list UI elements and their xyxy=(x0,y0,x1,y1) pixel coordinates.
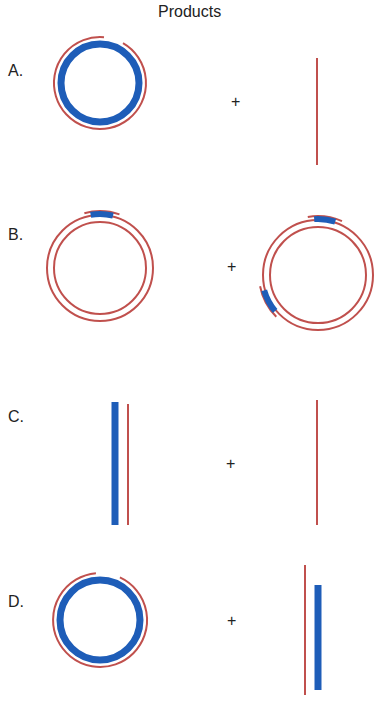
plus-sign: + xyxy=(227,258,236,276)
red-linear-strand xyxy=(316,400,318,525)
red-bump xyxy=(259,216,377,334)
product-c xyxy=(115,400,317,525)
panel-letter: A. xyxy=(8,62,23,80)
red-linear-strand xyxy=(304,565,306,695)
blue-linear-strand xyxy=(315,585,322,690)
blue-circle xyxy=(61,44,139,122)
blue-patch xyxy=(46,214,154,322)
panel-letter: D. xyxy=(8,593,24,611)
panel-letter: C. xyxy=(8,408,24,426)
blue-patch xyxy=(262,219,374,331)
plus-sign: + xyxy=(231,93,240,111)
red-bump xyxy=(43,211,157,325)
blue-circle xyxy=(60,580,140,660)
red-outer-strand xyxy=(47,215,153,321)
product-b-right xyxy=(259,216,377,334)
red-outer-strand xyxy=(263,220,373,330)
red-linear-strand xyxy=(127,404,129,525)
red-inner-strand xyxy=(54,222,146,314)
product-a xyxy=(54,37,317,165)
panel-letter: B. xyxy=(8,226,23,244)
red-inner-strand xyxy=(270,227,366,323)
product-b-left xyxy=(43,211,157,325)
red-linear-strand xyxy=(316,58,318,165)
blue-patch xyxy=(262,219,374,331)
red-nicked-strand xyxy=(54,37,146,129)
red-bump xyxy=(259,216,377,334)
product-d xyxy=(53,565,318,695)
figure-title: Products xyxy=(158,3,221,21)
blue-linear-strand xyxy=(112,402,119,525)
red-nicked-strand xyxy=(53,573,147,667)
plus-sign: + xyxy=(226,455,235,473)
plus-sign: + xyxy=(227,612,236,630)
